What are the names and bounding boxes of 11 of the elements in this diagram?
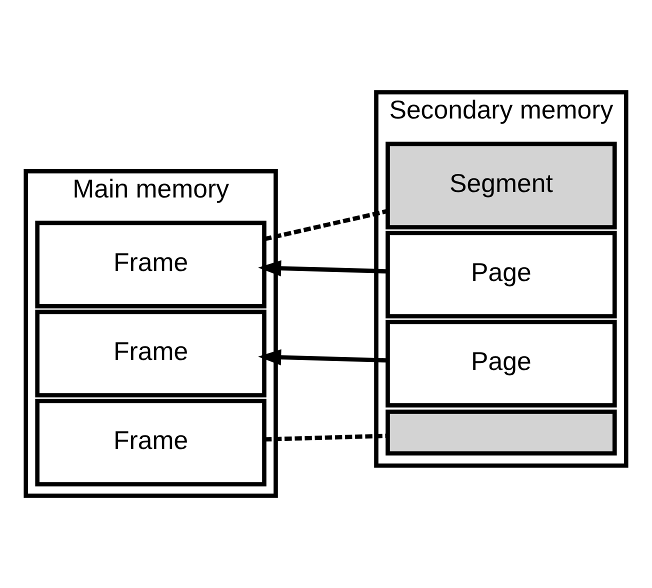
node-box [386,410,617,456]
node-box: Segment [386,142,617,230]
arrow [258,260,388,276]
node-box: Page [386,230,617,318]
node-box: Page [386,320,617,408]
connector [264,434,388,442]
node-box: Frame [35,310,266,398]
node-box: Frame [35,220,266,308]
arrow [258,349,388,366]
connector [264,209,388,242]
node-box: Frame [35,398,266,486]
